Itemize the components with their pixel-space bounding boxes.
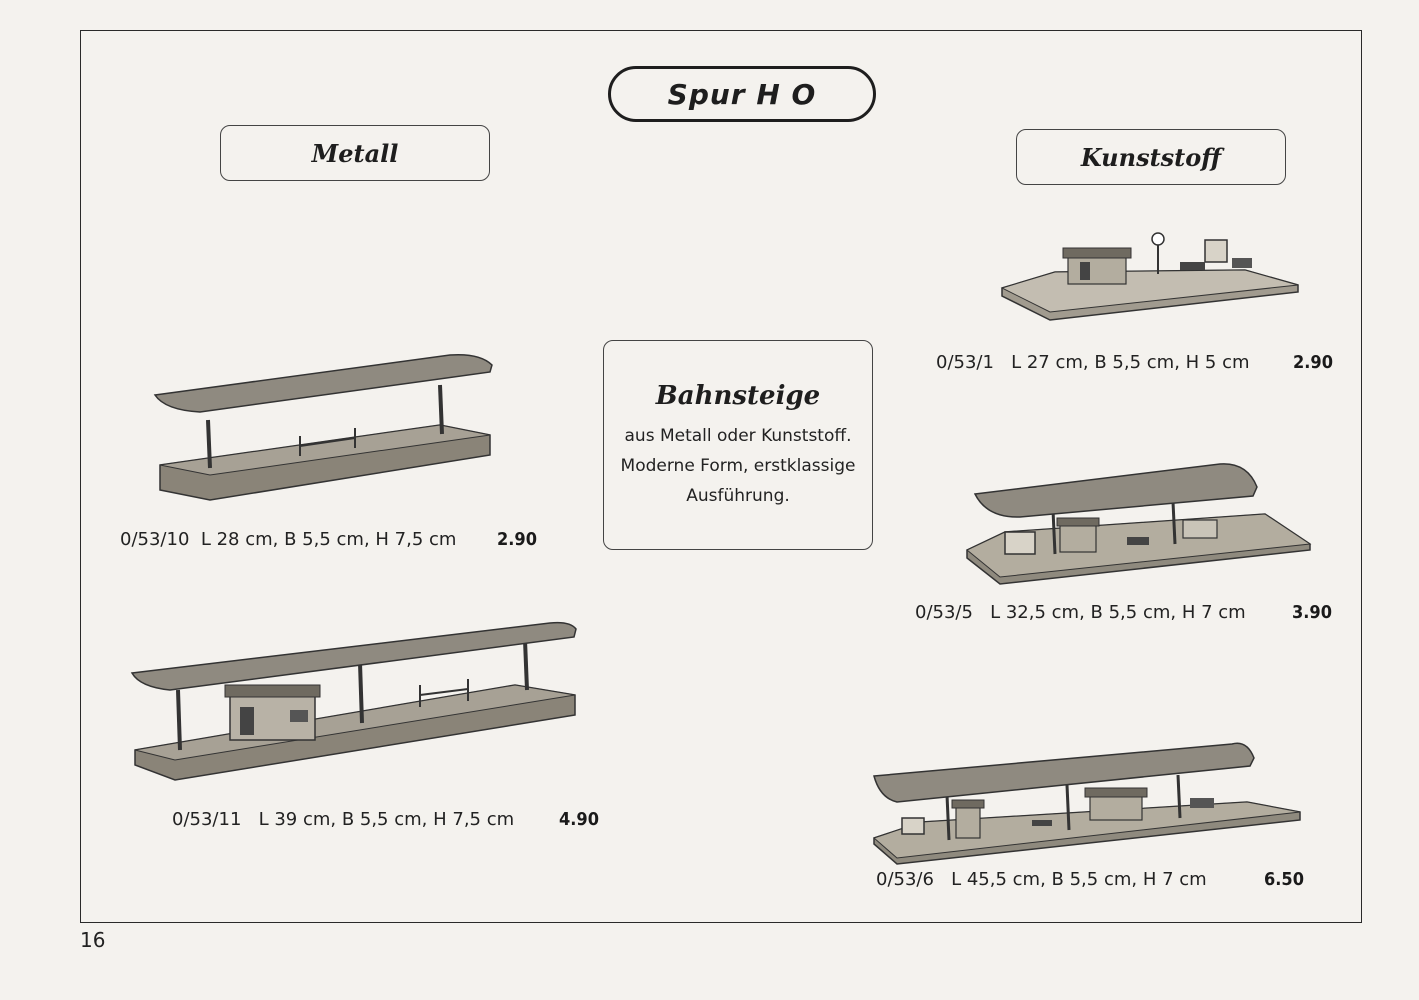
product-price: 4.90 xyxy=(559,809,599,830)
product-dimensions: L 39 cm, B 5,5 cm, H 7,5 cm xyxy=(258,809,515,830)
info-description: aus Metall oder Kunststoff. Moderne Form… xyxy=(620,426,856,506)
category-label-metal: Metall xyxy=(220,125,490,181)
product-dimensions: L 45,5 cm, B 5,5 cm, H 7 cm xyxy=(951,869,1207,890)
page-frame xyxy=(80,30,1362,923)
product-caption: 0/53/11 L 39 cm, B 5,5 cm, H 7,5 cm xyxy=(172,809,514,830)
product-price: 2.90 xyxy=(1293,352,1333,373)
product-code: 0/53/5 xyxy=(915,602,973,623)
product-caption: 0/53/5 L 32,5 cm, B 5,5 cm, H 7 cm xyxy=(915,602,1246,623)
product-caption: 0/53/1 L 27 cm, B 5,5 cm, H 5 cm xyxy=(936,352,1250,373)
open-platform-icon xyxy=(1000,232,1299,321)
page-title: Spur H O xyxy=(608,66,876,122)
product-caption: 0/53/6 L 45,5 cm, B 5,5 cm, H 7 cm xyxy=(876,869,1207,890)
product-dimensions: L 28 cm, B 5,5 cm, H 7,5 cm xyxy=(200,529,457,550)
product-code: 0/53/6 xyxy=(876,869,934,890)
info-box: Bahnsteige aus Metall oder Kunststoff. M… xyxy=(603,340,873,550)
product-code: 0/53/1 xyxy=(936,352,994,373)
product-caption: 0/53/10 L 28 cm, B 5,5 cm, H 7,5 cm xyxy=(120,529,456,550)
product-price: 2.90 xyxy=(497,529,537,550)
page-number: 16 xyxy=(80,928,106,952)
product-price: 6.50 xyxy=(1264,869,1304,890)
product-code: 0/53/11 xyxy=(172,809,242,830)
product-price: 3.90 xyxy=(1292,602,1332,623)
product-dimensions: L 32,5 cm, B 5,5 cm, H 7 cm xyxy=(990,602,1246,623)
category-label-plastic: Kunststoff xyxy=(1016,129,1286,185)
long-covered-platform-icon xyxy=(873,742,1301,865)
product-code: 0/53/10 xyxy=(120,529,190,550)
product-dimensions: L 27 cm, B 5,5 cm, H 5 cm xyxy=(1011,352,1250,373)
covered-platform-icon xyxy=(153,353,493,501)
covered-platform-with-kiosk-icon xyxy=(130,621,577,781)
covered-platform-icon xyxy=(966,463,1312,585)
info-heading: Bahnsteige xyxy=(655,381,821,411)
